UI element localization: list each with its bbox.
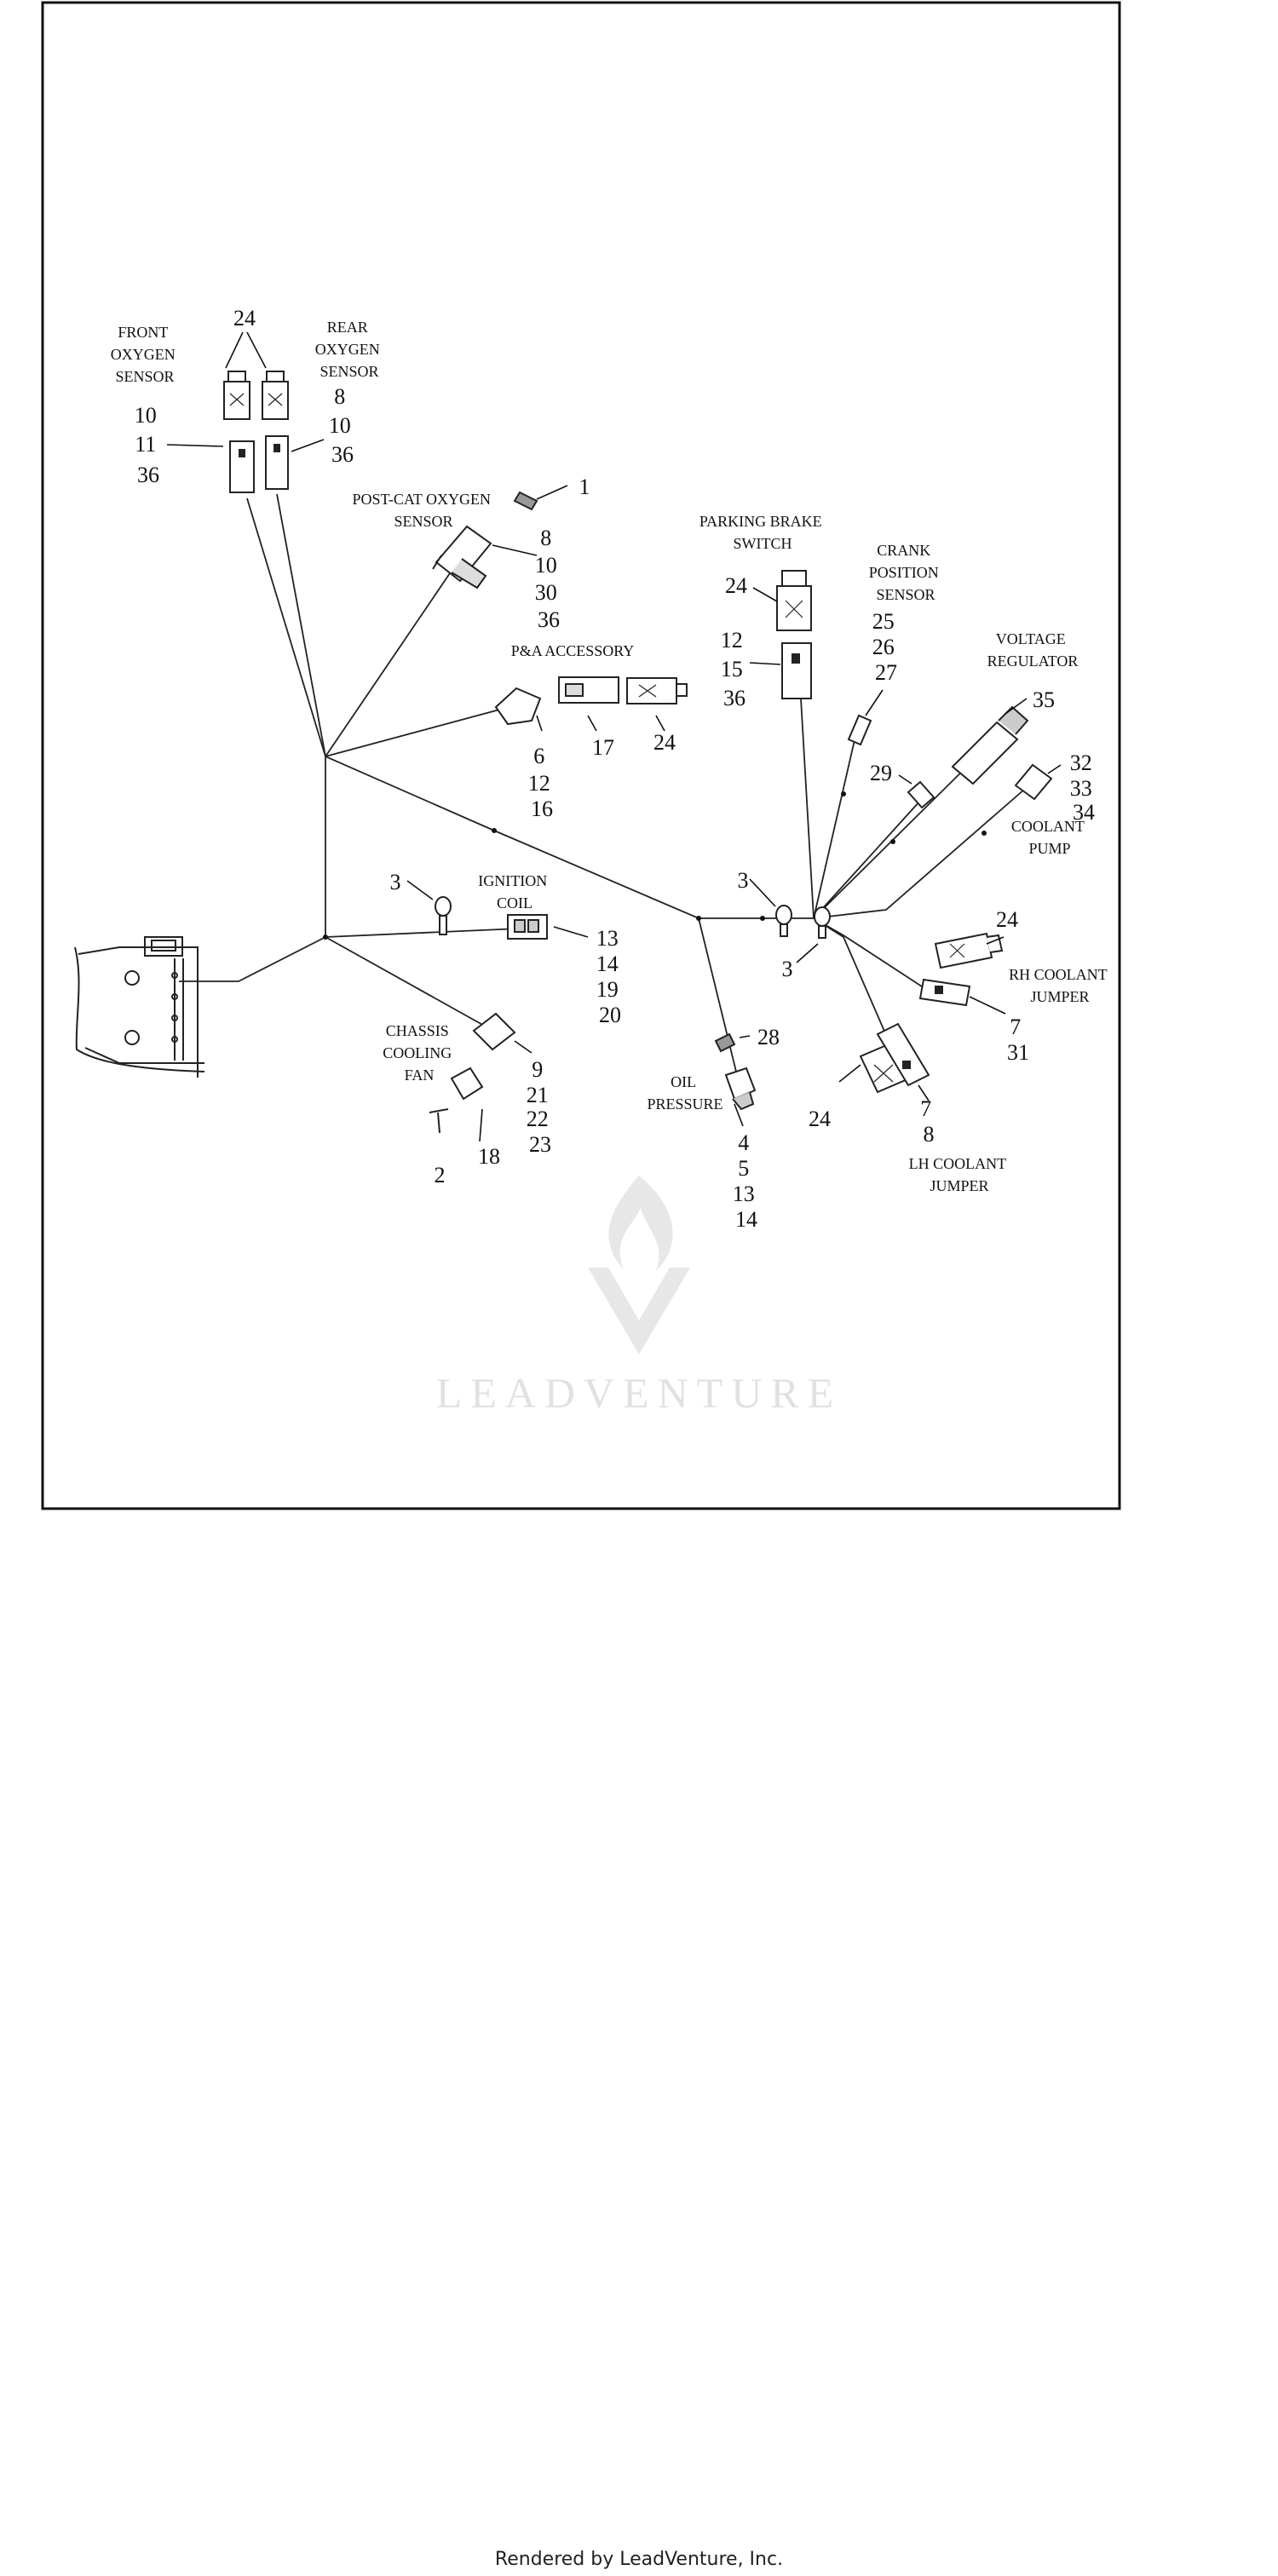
callout-pa-mid: 17 — [592, 735, 614, 760]
wire-front-oxygen — [246, 497, 326, 757]
callout-coolant-pump: 32 33 34 — [1070, 750, 1098, 825]
label-front-oxygen: FRONT OXYGEN SENSOR — [111, 324, 180, 385]
label-pa-accessory: P&A ACCESSORY — [511, 642, 635, 659]
callout-fan-18: 18 — [478, 1144, 500, 1169]
chassis-mount — [74, 936, 205, 1078]
callout-oil: 4 5 13 14 — [733, 1130, 761, 1232]
wire-oil-pressure — [698, 917, 738, 1076]
crank-29-connector — [907, 780, 935, 809]
callout-lh-left: 24 — [809, 1107, 831, 1131]
wire-fan-branch — [325, 936, 486, 1027]
callout-rh-bottom: 7 31 — [1007, 1015, 1029, 1065]
callout-voltage: 35 — [1033, 687, 1055, 712]
junction-dots — [323, 791, 987, 940]
coolant-pump-connector — [1014, 763, 1053, 801]
rear-oxygen-connector — [262, 371, 289, 490]
callout-front-top: 24 — [233, 306, 256, 331]
callout-ground-upper: 3 — [738, 868, 749, 893]
watermark-logo: LEADVENTURE — [436, 1176, 843, 1417]
callout-crank-29: 29 — [870, 761, 892, 785]
callout-oil-28: 28 — [757, 1025, 780, 1049]
wire-post-cat — [325, 570, 452, 757]
chevron-icon — [588, 1268, 690, 1354]
callout-rear-oxygen: 8 10 36 — [329, 384, 357, 467]
callout-ign-ground: 3 — [390, 870, 401, 894]
front-oxygen-connector — [223, 371, 255, 493]
callout-chassis-fan: 9 21 22 23 — [527, 1057, 555, 1157]
callout-crank: 25 26 27 — [872, 609, 901, 685]
crank-position-connector — [847, 714, 872, 746]
flame-icon — [608, 1176, 673, 1271]
label-rh-coolant: RH COOLANT JUMPER — [1009, 966, 1111, 1005]
wire-chassis-branch — [179, 936, 326, 982]
ignition-coil-connector — [507, 914, 548, 940]
watermark-text: LEADVENTURE — [436, 1369, 843, 1417]
footer-credit: Rendered by LeadVenture, Inc. — [494, 2549, 784, 2570]
label-voltage-regulator: VOLTAGE REGULATOR — [987, 630, 1079, 670]
label-oil-pressure: OIL PRESSURE — [647, 1073, 722, 1113]
wire-crank — [813, 732, 857, 919]
callout-parking-top: 24 — [725, 573, 747, 598]
label-parking-brake: PARKING BRAKE SWITCH — [699, 513, 826, 552]
label-post-cat-oxygen: POST-CAT OXYGEN SENSOR — [352, 491, 494, 530]
callout-post-cat: 8 10 30 36 — [535, 526, 563, 632]
parking-brake-connector — [776, 570, 812, 699]
label-coolant-pump: COOLANT PUMP — [1011, 818, 1088, 857]
wire-coolant-pump — [813, 783, 1032, 919]
leader-lines — [166, 331, 1062, 1142]
callout-ground-lower: 3 — [782, 957, 793, 981]
wire-voltage-regulator — [813, 749, 985, 919]
rh-coolant-connector — [918, 932, 1004, 1007]
oil-pressure-sensor — [714, 1032, 757, 1111]
label-lh-coolant: LH COOLANT JUMPER — [909, 1155, 1010, 1194]
chassis-fan-connector — [429, 1012, 516, 1134]
label-ignition-coil: IGNITION COIL — [478, 872, 550, 911]
diagram-frame — [41, 1, 1121, 1510]
label-chassis-fan: CHASSIS COOLING FAN — [383, 1022, 456, 1084]
ground-studs — [435, 896, 831, 939]
callout-post-cat-clip: 1 — [579, 474, 590, 499]
wire-main-trunk — [325, 756, 814, 919]
lh-coolant-connector — [859, 1022, 930, 1094]
callout-pa-left: 6 12 16 — [528, 744, 556, 821]
post-cat-connector — [432, 491, 538, 589]
callout-fan-2: 2 — [435, 1163, 446, 1187]
pa-accessory-connector — [494, 676, 688, 726]
callout-parking: 12 15 36 — [721, 628, 749, 710]
callout-front-oxygen: 10 11 36 — [135, 403, 163, 487]
harness-wires — [179, 493, 1032, 1076]
wire-crank-29 — [813, 800, 921, 919]
callout-lh-right: 7 8 — [920, 1096, 937, 1147]
voltage-regulator-connector — [951, 705, 1029, 785]
callout-pa-right: 24 — [653, 730, 676, 755]
wire-ignition-branch — [325, 928, 521, 938]
callout-rh-top: 24 — [996, 907, 1018, 932]
callout-ignition: 13 14 19 20 — [596, 926, 625, 1027]
label-rear-oxygen: REAR OXYGEN SENSOR — [315, 319, 384, 380]
wire-rear-oxygen — [276, 493, 326, 757]
label-crank-position: CRANK POSITION SENSOR — [869, 542, 943, 603]
wire-pa-accessory — [325, 708, 504, 757]
wire-parking-brake — [800, 698, 815, 919]
